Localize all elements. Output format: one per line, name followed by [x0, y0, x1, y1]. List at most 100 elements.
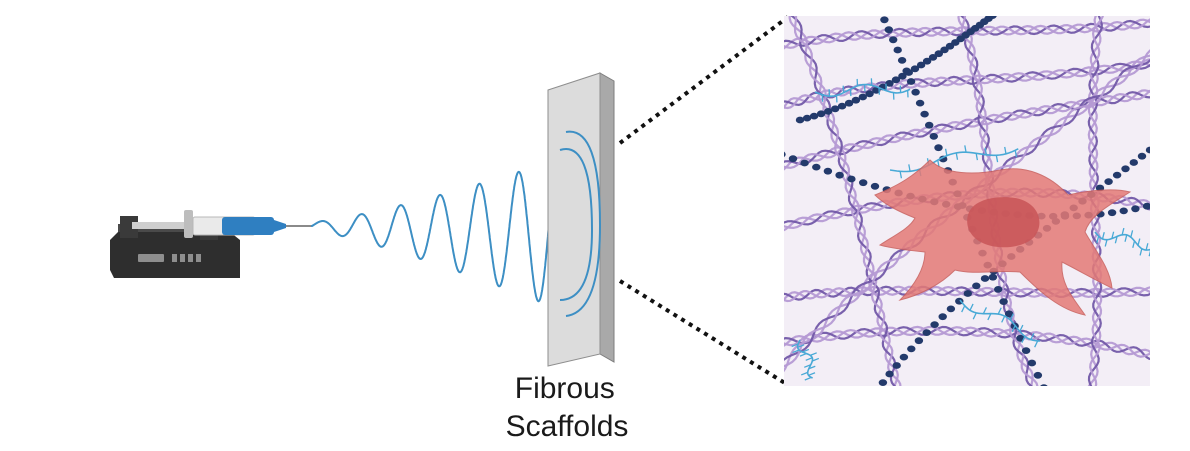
zoom-content [766, 16, 1174, 404]
branch-backbone [1094, 231, 1150, 251]
branched-molecule [791, 339, 820, 381]
collector-side [599, 72, 615, 363]
bead [929, 133, 938, 140]
bead [847, 175, 856, 183]
bead [1107, 209, 1117, 217]
branch-tick [1030, 333, 1035, 340]
bead [1142, 202, 1150, 210]
branch-tick [800, 371, 808, 376]
branch-tick [955, 152, 959, 160]
bead [1040, 384, 1048, 386]
bead [1033, 371, 1043, 379]
bead [1046, 397, 1054, 404]
branch-tick [802, 348, 810, 353]
bead [851, 96, 861, 104]
syringe-solution [222, 217, 274, 235]
bead [824, 108, 833, 115]
branch-tick [975, 153, 979, 161]
bead [892, 362, 901, 369]
bead [1004, 310, 1014, 318]
bead [922, 329, 931, 336]
branch-tick [1001, 315, 1006, 323]
branch-tick [797, 344, 805, 348]
branch-tick [944, 148, 948, 156]
branched-molecule [959, 299, 1041, 348]
bead [1166, 197, 1174, 204]
bead [885, 80, 894, 87]
fiber-strand [784, 285, 1150, 303]
bead [870, 182, 880, 190]
bead [835, 171, 844, 179]
syringe-pump [110, 210, 312, 278]
bead [788, 155, 798, 163]
zoom-line-top [618, 15, 790, 145]
pump-button [172, 254, 177, 262]
branch-tick [1104, 239, 1108, 247]
branch-tick [1021, 336, 1026, 343]
branch-tick [1014, 150, 1018, 158]
bead [812, 163, 821, 171]
branch-tick [805, 357, 813, 361]
bead [904, 69, 913, 76]
bead [831, 105, 840, 113]
branch-tick [1130, 230, 1134, 238]
branch-tick [808, 372, 816, 376]
branch-tick [997, 307, 1002, 315]
branch-tick [1137, 238, 1141, 246]
bead [925, 121, 934, 129]
bead [1027, 359, 1037, 367]
bead [972, 282, 981, 290]
branch-tick [1009, 313, 1014, 321]
branched-molecule [814, 78, 911, 103]
branch-tick [809, 352, 817, 356]
bead [1131, 205, 1140, 213]
bead [930, 321, 939, 328]
bead [910, 65, 920, 73]
branch-tick [1101, 232, 1105, 240]
branch-tick [961, 305, 966, 313]
branched-molecule [1094, 227, 1150, 257]
electrospun-jet [311, 162, 557, 303]
bead [766, 147, 774, 154]
branch-tick [995, 155, 999, 163]
bead [866, 397, 874, 404]
fiber-strand [793, 16, 902, 386]
jet-deposit-arcs [559, 130, 602, 317]
syringe-plunger-rod [132, 222, 192, 229]
bead [920, 110, 929, 118]
branch-tick [804, 376, 812, 381]
bead [994, 286, 1003, 293]
bead [1021, 347, 1031, 354]
bead [1145, 146, 1150, 154]
branch-tick [987, 313, 992, 321]
syringe-tip [274, 220, 286, 232]
bead [940, 46, 949, 54]
bead [878, 379, 888, 386]
bead [800, 159, 809, 167]
bead [914, 337, 924, 345]
bead [995, 16, 998, 17]
bead [1129, 159, 1139, 166]
branch-tick [1004, 146, 1007, 154]
fiber-strand [784, 325, 1150, 356]
pump-button [180, 254, 185, 262]
fiber-strand [788, 16, 899, 386]
branch-tick [1034, 340, 1039, 348]
branch-tick [1132, 240, 1136, 248]
branched-molecule [889, 145, 1019, 179]
bead [893, 46, 902, 54]
branch-backbone [796, 339, 814, 379]
bead [889, 36, 898, 44]
branch-tick [1019, 324, 1024, 332]
bead [858, 93, 867, 101]
bead [784, 151, 786, 158]
branch-tick [964, 145, 967, 153]
bead [963, 290, 972, 297]
fiber [784, 325, 1150, 361]
fiber [788, 16, 902, 386]
bead [1137, 152, 1147, 160]
branch-tick [982, 307, 988, 314]
branch-tick [791, 343, 799, 348]
scaffold-zoom-panel [766, 16, 1174, 404]
